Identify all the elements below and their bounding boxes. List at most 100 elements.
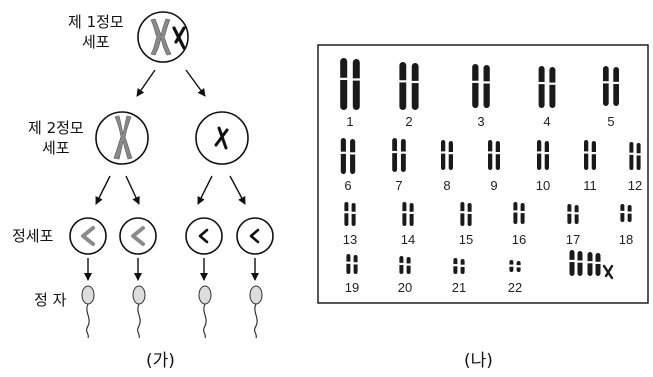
primary-spermatocyte-label: 제 1정모 세포 [68, 12, 124, 52]
sex-chromosome [602, 264, 614, 280]
chromosome [513, 202, 518, 224]
chromosome [441, 140, 446, 170]
centromere [574, 212, 580, 215]
centromere [401, 211, 407, 214]
arrow [229, 175, 246, 205]
chromosome [520, 203, 525, 224]
centromere [483, 81, 491, 84]
centromere [516, 265, 522, 268]
pair-number-1: 1 [346, 114, 353, 129]
chromosome [350, 139, 356, 174]
chromosome [351, 203, 356, 226]
centromere [495, 152, 501, 155]
pair-number-22: 22 [508, 280, 522, 295]
chromosome [472, 64, 479, 108]
spermatid-cell-4 [236, 217, 274, 255]
centromere [544, 152, 550, 155]
centromere [627, 211, 633, 214]
chromosome [537, 140, 542, 170]
primary-spermatocyte-cell [137, 11, 189, 63]
pair-number-2: 2 [405, 114, 412, 129]
secondary-spermatocyte-cell-2 [195, 111, 249, 165]
pair-number-10: 10 [536, 178, 550, 193]
centromere [349, 152, 356, 155]
primary-spermatocyte-line2: 세포 [82, 33, 110, 51]
spermatid-cell-3 [185, 217, 223, 255]
chromosome [538, 66, 545, 108]
centromere [345, 261, 351, 264]
centromere [351, 211, 357, 214]
chromosome [344, 202, 349, 226]
pair-number-9: 9 [490, 178, 497, 193]
chromosome [629, 142, 634, 170]
arrow [125, 175, 140, 205]
arrow [136, 69, 156, 97]
centromere [406, 263, 412, 266]
centromere [353, 262, 359, 265]
chromosome [636, 143, 641, 170]
chromosome [544, 141, 549, 170]
sperm-label: 정 자 [34, 291, 67, 309]
centromere [628, 152, 634, 155]
centromere [577, 260, 583, 263]
centromere [340, 151, 347, 154]
centromere [398, 262, 404, 266]
centromere [471, 80, 479, 83]
centromere [400, 151, 407, 154]
spermatid-cell-2 [119, 217, 157, 255]
pair-number-18: 18 [619, 232, 633, 247]
centromere [602, 81, 610, 84]
caption-na: (나) [464, 351, 493, 371]
sperm-2 [132, 285, 146, 339]
chromosome [549, 67, 556, 108]
secondary-spermatocyte-line1: 제 2정모 [28, 119, 84, 137]
chromosome [495, 141, 500, 170]
centromere [612, 81, 620, 85]
chromosome [409, 203, 414, 226]
centromere [460, 264, 466, 267]
centromere [566, 211, 572, 214]
centromere [508, 264, 514, 267]
arrow [185, 69, 206, 97]
chromosome [574, 205, 579, 224]
caption-ga: (가) [146, 351, 175, 371]
pair-number-13: 13 [343, 232, 357, 247]
chromosome [448, 141, 453, 170]
chromosome [411, 63, 419, 110]
pair-number-20: 20 [398, 280, 412, 295]
chromosome [353, 255, 358, 274]
chromosome [613, 67, 619, 106]
chromosome [399, 62, 407, 110]
centromere [339, 77, 348, 80]
centromere [536, 151, 542, 154]
secondary-spermatocyte-label: 제 2정모 세포 [28, 118, 84, 158]
chromosome [603, 66, 609, 106]
centromere [440, 151, 446, 154]
centromere [520, 210, 526, 214]
centromere [583, 151, 589, 154]
centromere [591, 152, 597, 155]
pair-number-21: 21 [452, 280, 466, 295]
pair-number-14: 14 [401, 232, 415, 247]
secondary-spermatocyte-cell-1 [95, 111, 149, 165]
centromere [459, 211, 465, 214]
centromere [512, 210, 518, 213]
chromosome [467, 203, 472, 226]
arrow [197, 175, 213, 205]
pair-number-12: 12 [628, 178, 642, 193]
arrow [95, 175, 111, 205]
pair-number-5: 5 [607, 114, 614, 129]
chromosome [595, 253, 601, 276]
chromosome [340, 138, 346, 174]
karyotype-box [317, 44, 649, 304]
primary-spermatocyte-line1: 제 1정모 [68, 13, 124, 31]
centromere [467, 211, 473, 214]
pair-number-4: 4 [543, 114, 550, 129]
centromere [452, 264, 458, 267]
centromere [619, 210, 625, 214]
pair-number-15: 15 [459, 232, 473, 247]
chromosome [346, 254, 351, 274]
chromosome [488, 140, 493, 170]
